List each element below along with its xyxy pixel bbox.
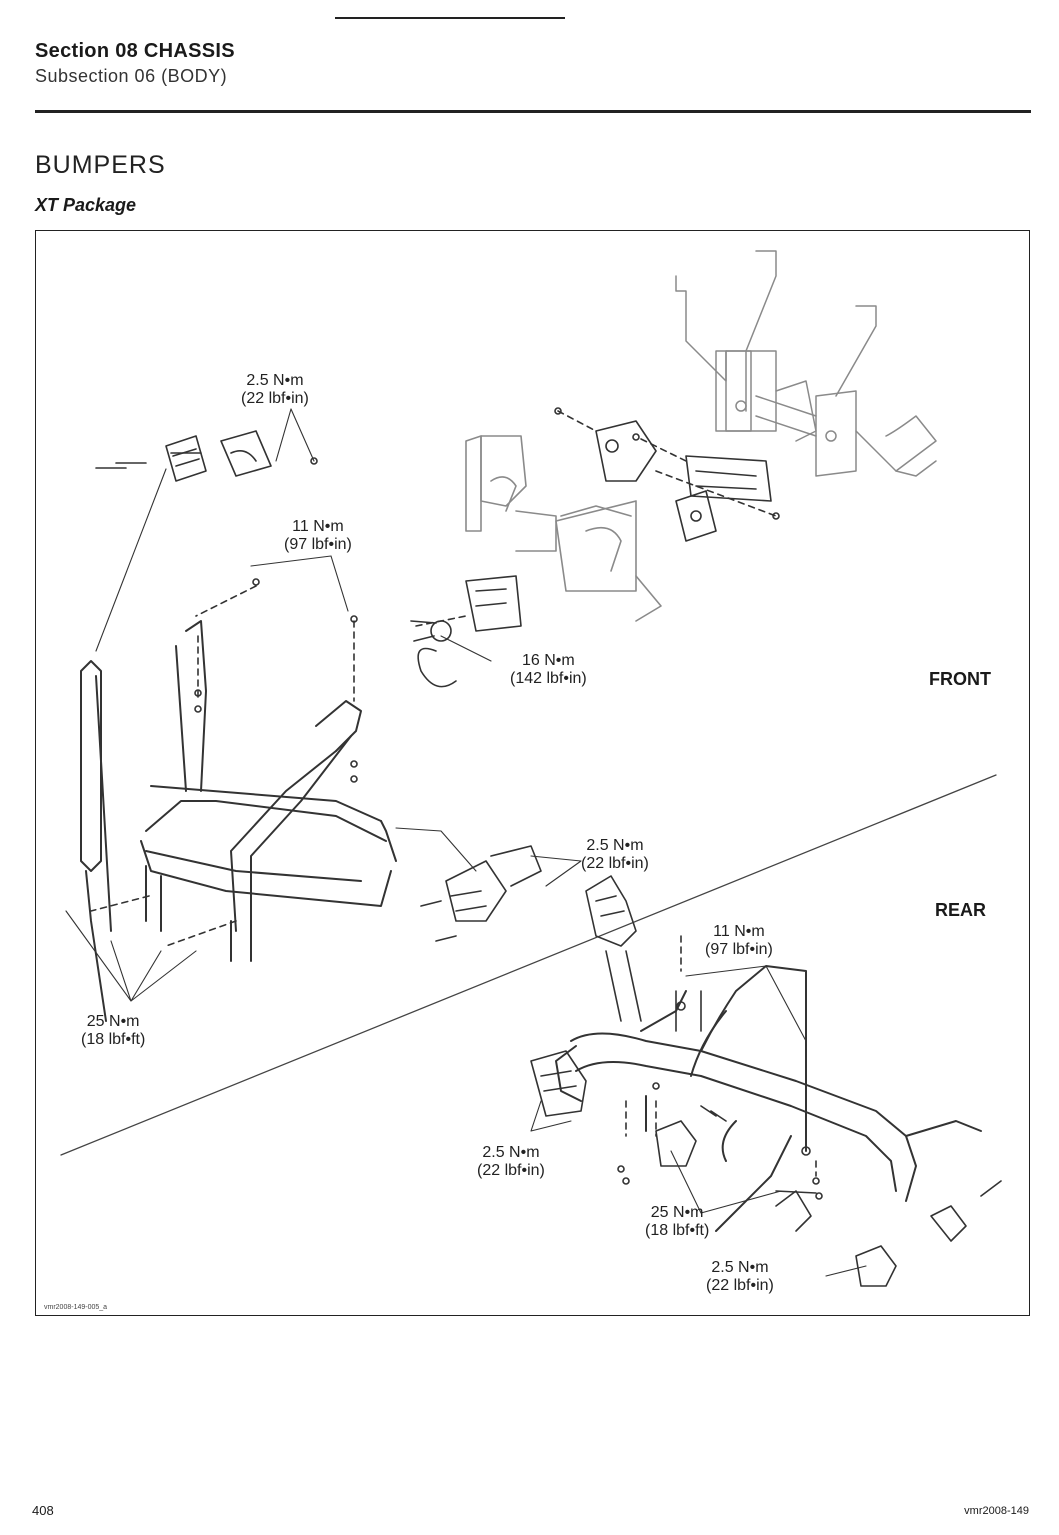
rear-zone-label: REAR bbox=[935, 900, 987, 920]
torque-label: 2.5 N•m(22 lbf•in) bbox=[581, 837, 649, 872]
exploded-view-drawing bbox=[60, 250, 1002, 1287]
figure-id: vmr2008-149-005_a bbox=[44, 1304, 108, 1311]
torque-label: 11 N•m(97 lbf•in) bbox=[284, 518, 352, 553]
front-mount-brackets bbox=[465, 435, 662, 622]
sub-heading: XT Package bbox=[35, 195, 137, 215]
exploded-view-figure: 2.5 N•m(22 lbf•in) 11 N•m(97 lbf•in) 16 … bbox=[35, 230, 1030, 1316]
torque-label: 11 N•m(97 lbf•in) bbox=[705, 923, 773, 958]
rear-assembly-lines bbox=[625, 935, 817, 1177]
frame-outline bbox=[675, 250, 937, 477]
document-code: vmr2008-149 bbox=[964, 1505, 1029, 1517]
rear-fasteners bbox=[605, 950, 1002, 1200]
torque-label: 16 N•m(142 lbf•in) bbox=[510, 652, 587, 687]
front-tube-clamps bbox=[165, 430, 272, 482]
torque-label: 2.5 N•m(22 lbf•in) bbox=[477, 1144, 545, 1179]
top-rule bbox=[335, 17, 565, 19]
torque-label: 25 N•m(18 lbf•ft) bbox=[81, 1013, 146, 1048]
torque-label: 2.5 N•m(22 lbf•in) bbox=[706, 1259, 774, 1294]
page-heading: BUMPERS bbox=[35, 151, 166, 179]
front-zone-label: FRONT bbox=[929, 669, 991, 689]
front-side-clamp bbox=[420, 845, 542, 942]
front-bumper-tube bbox=[80, 620, 397, 1022]
rear-clamps bbox=[530, 875, 967, 1287]
front-fasteners bbox=[95, 407, 780, 783]
torque-label: 2.5 N•m(22 lbf•in) bbox=[241, 372, 309, 407]
header-rule bbox=[35, 110, 1031, 113]
rear-leader-lines bbox=[530, 965, 867, 1277]
front-assembly-lines bbox=[90, 410, 777, 947]
rear-bumper-tube bbox=[555, 965, 982, 1232]
winch-plate bbox=[417, 420, 772, 688]
page-number: 408 bbox=[32, 1503, 54, 1518]
section-title: Section 08 CHASSIS bbox=[35, 40, 235, 62]
front-leader-lines bbox=[65, 408, 582, 1002]
subsection-title: Subsection 06 (BODY) bbox=[35, 66, 228, 86]
torque-label: 25 N•m(18 lbf•ft) bbox=[645, 1204, 710, 1239]
